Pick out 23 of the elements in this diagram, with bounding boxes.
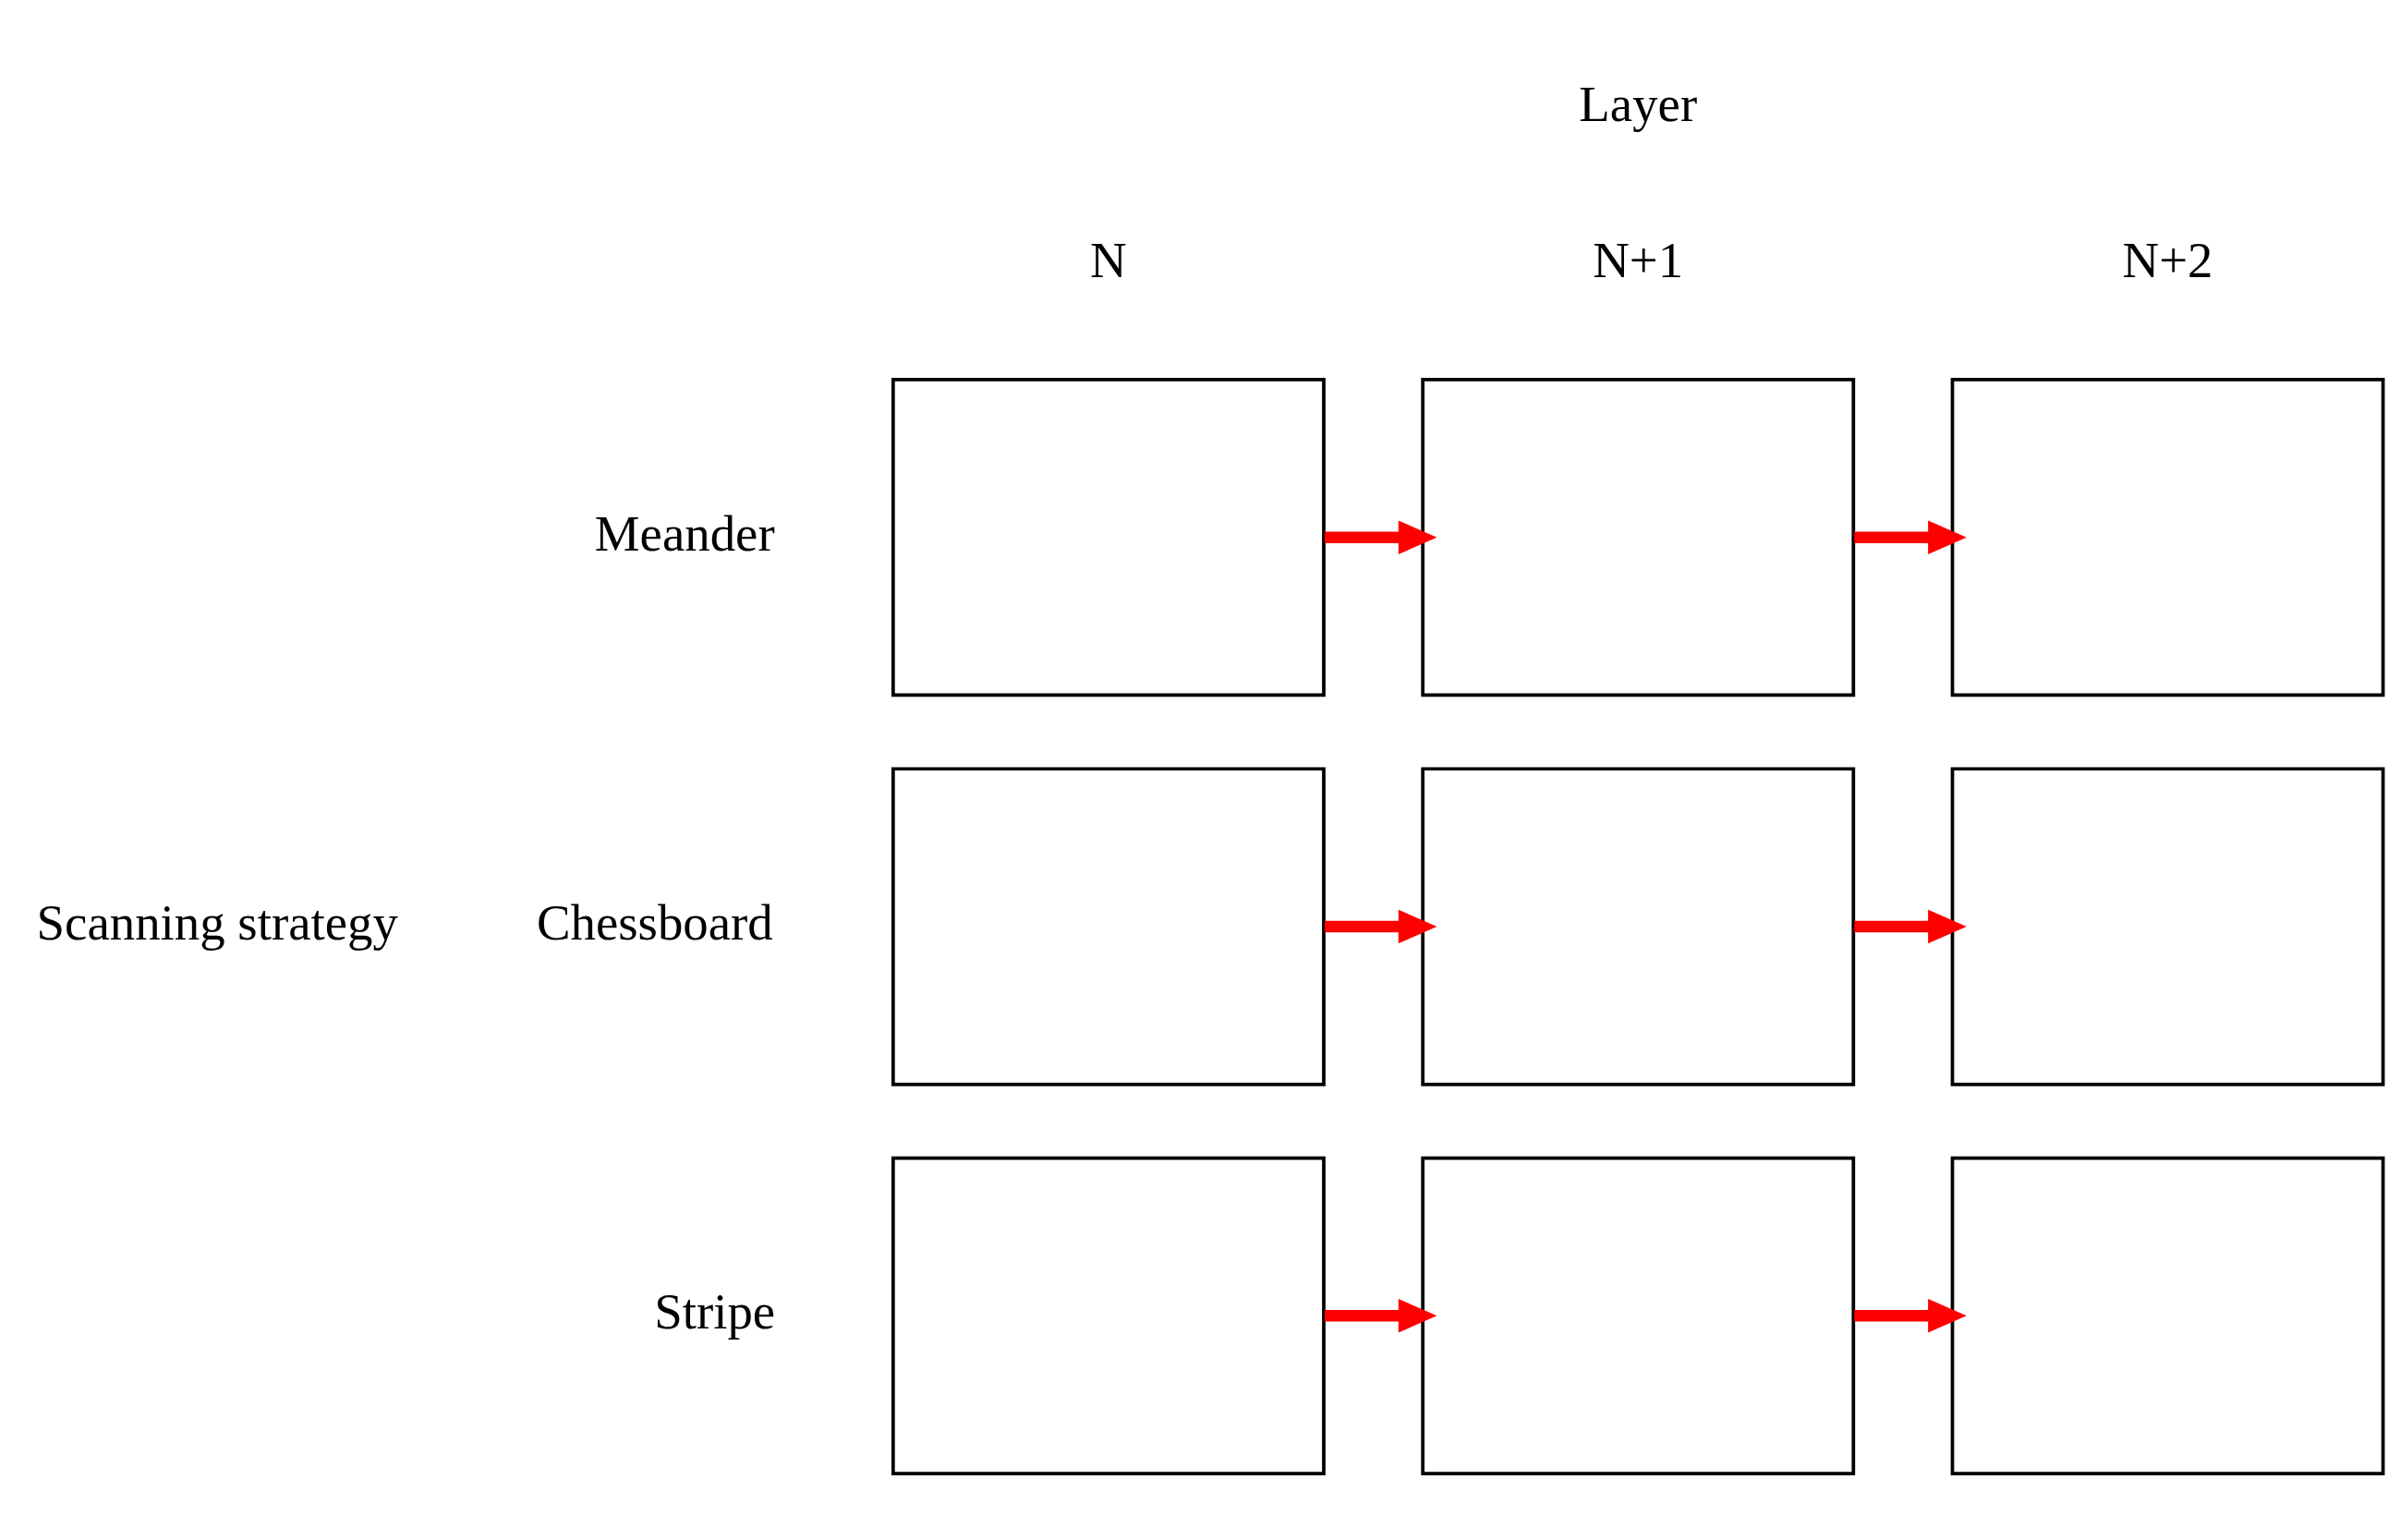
node-box [1950, 1156, 2385, 1475]
label: Layer [1579, 75, 1698, 132]
node-box [891, 767, 1326, 1086]
node-box [1950, 767, 2385, 1086]
node-box [1421, 1156, 1856, 1475]
arrow [1324, 520, 1437, 554]
node-box [1421, 378, 1856, 697]
label: Scanning strategy [36, 893, 398, 951]
node-box [1950, 378, 2385, 697]
arrow [1324, 909, 1437, 944]
arrow [1854, 1299, 1967, 1333]
node-box [1421, 767, 1856, 1086]
label: Meander [594, 504, 775, 562]
arrow [1854, 909, 1967, 944]
label: Chessboard [536, 893, 773, 951]
arrow [1324, 1299, 1437, 1333]
label: N [1090, 232, 1127, 289]
arrow [1854, 520, 1967, 554]
node-box [891, 378, 1326, 697]
label: N+1 [1593, 232, 1684, 289]
label: Stripe [654, 1283, 776, 1340]
label: N+2 [2122, 232, 2213, 289]
node-box [891, 1156, 1326, 1475]
